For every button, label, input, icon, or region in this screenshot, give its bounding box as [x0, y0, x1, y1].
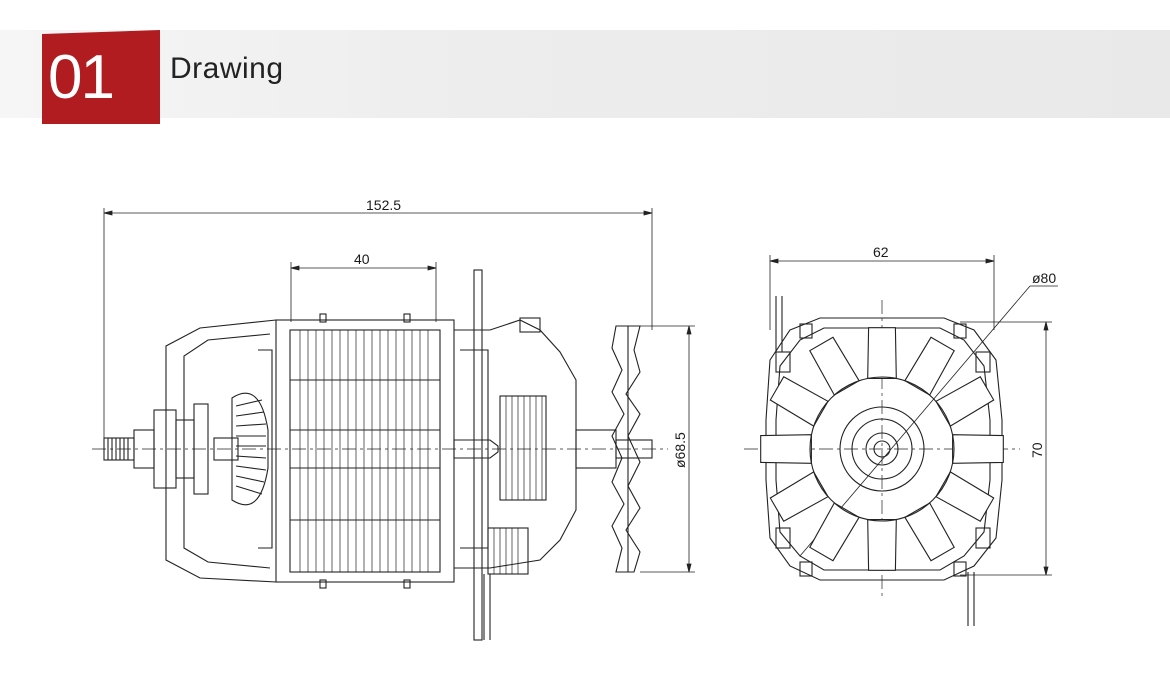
fan-diameter-label: ø68.5 — [672, 432, 688, 468]
front-view: 62 70 ø80 — [744, 244, 1058, 626]
fan-blade — [904, 502, 955, 562]
number-badge — [42, 30, 160, 124]
stator-width-label: 40 — [354, 251, 370, 267]
diameter-label: ø80 — [1032, 270, 1056, 286]
front-shaft — [575, 429, 653, 469]
fan-blade — [867, 519, 897, 571]
height-dimension — [960, 321, 1052, 576]
rear-bearing-housing — [213, 349, 273, 549]
fan-blade — [769, 471, 829, 522]
front-bracket — [453, 269, 577, 641]
height-label: 70 — [1029, 442, 1045, 458]
fan-blade — [769, 376, 829, 427]
section-number: 01 — [48, 43, 115, 112]
fan-blade — [935, 471, 995, 522]
overall-length-dimension — [103, 208, 653, 448]
fan-blade — [952, 434, 1004, 464]
overall-length-label: 152.5 — [366, 197, 401, 213]
fan-diameter-dimension — [640, 325, 695, 573]
fan-blade — [809, 336, 860, 396]
side-view: 152.5 40 ø68.5 — [92, 197, 695, 641]
header-band — [0, 30, 1170, 118]
fan-blade — [904, 336, 955, 396]
fan-blade — [935, 376, 995, 427]
fan-blade — [867, 327, 897, 379]
fan-hub — [809, 376, 955, 522]
stator-stack — [275, 313, 455, 589]
width-dimension — [769, 255, 995, 330]
section-title: Drawing — [170, 52, 284, 85]
rear-bracket — [165, 319, 277, 583]
fan-blades — [760, 327, 1004, 571]
fan-blade — [760, 434, 812, 464]
width-label: 62 — [873, 244, 889, 260]
threaded-shaft — [103, 409, 195, 489]
stator-width-dimension — [290, 262, 437, 322]
fan-side-profile — [611, 325, 641, 573]
fan-blade — [809, 502, 860, 562]
